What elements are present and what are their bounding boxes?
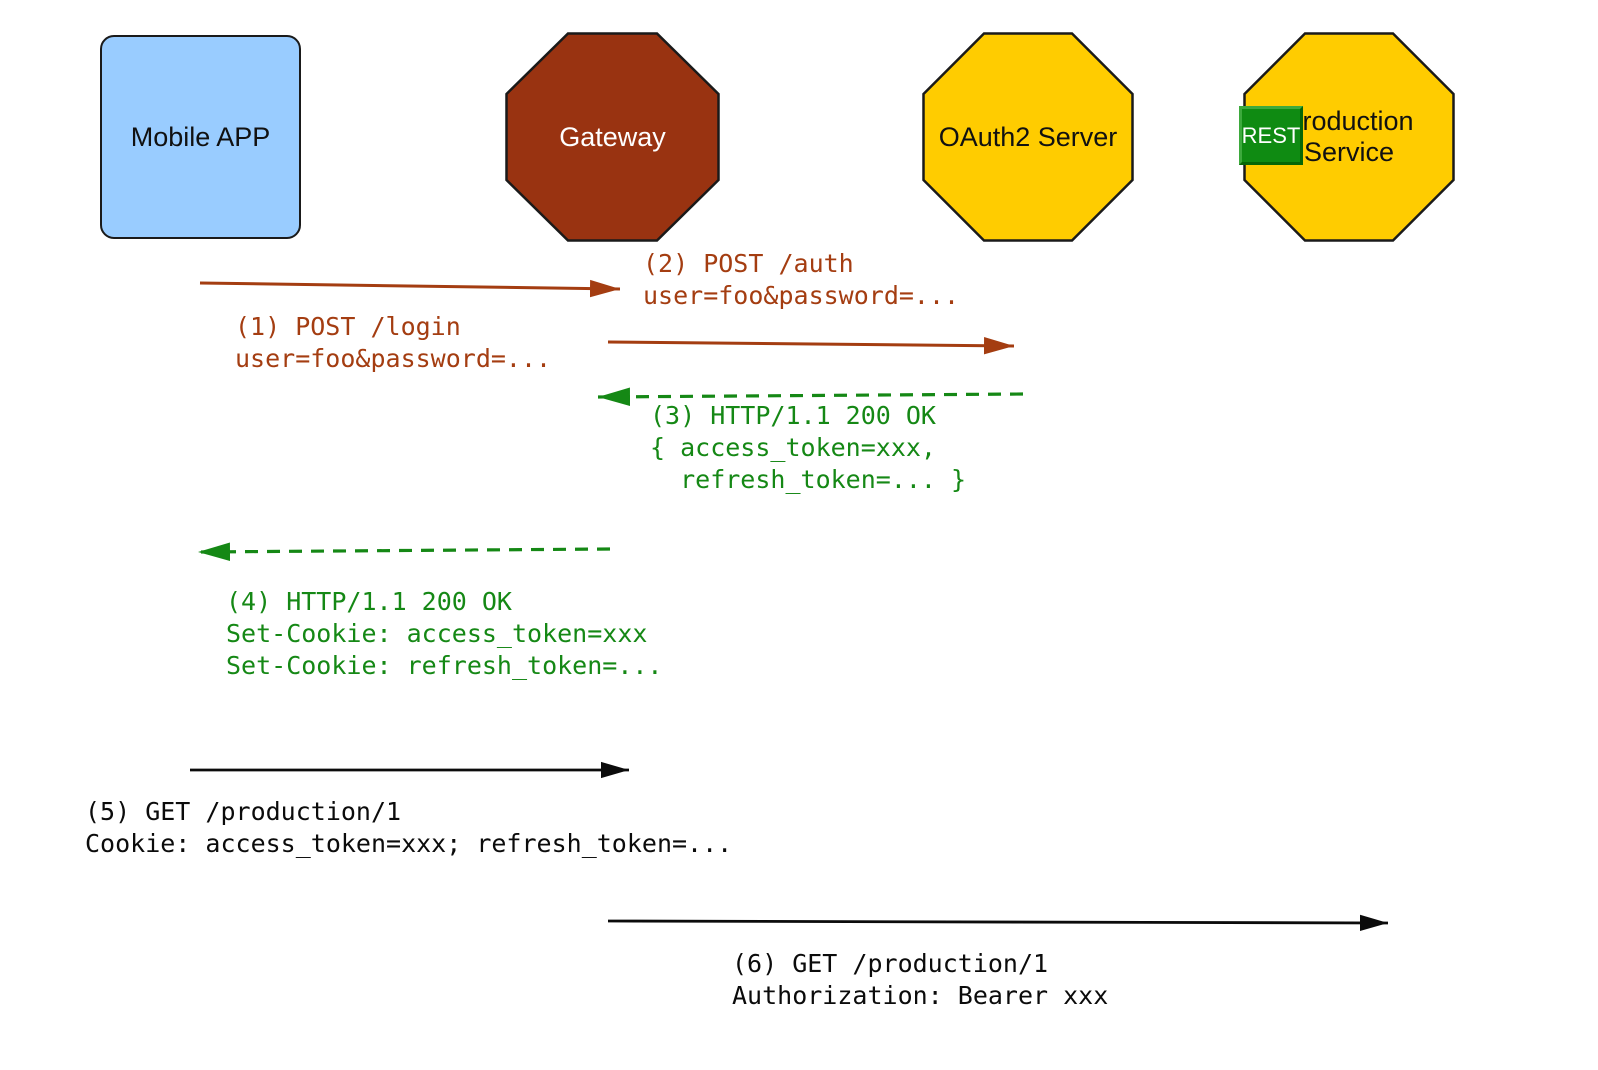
node-gateway: Gateway <box>505 32 720 242</box>
production-service-label: Production Service <box>1284 106 1414 167</box>
rest-badge: REST <box>1239 106 1303 165</box>
rest-badge-label: REST <box>1241 122 1301 148</box>
mobile-app-label: Mobile APP <box>130 121 271 152</box>
arrow-6-get-production-bearer <box>607 914 1389 932</box>
arrow-2-post-auth <box>607 337 1015 355</box>
node-production-service: Production Service REST <box>1239 32 1455 242</box>
arrow-3-oauth-response <box>597 387 1024 407</box>
message-2-post-auth: (2) POST /auth user=foo&password=... <box>643 249 960 310</box>
arrow-1-post-login <box>199 279 621 298</box>
node-oauth2-server: OAuth2 Server <box>922 32 1134 242</box>
message-4-gateway-response: (4) HTTP/1.1 200 OK Set-Cookie: access_t… <box>226 587 663 680</box>
message-1-post-login: (1) POST /login user=foo&password=... <box>235 312 552 373</box>
oauth2-octagon-shape <box>922 32 1134 242</box>
message-3-oauth-response: (3) HTTP/1.1 200 OK { access_token=xxx, … <box>650 401 967 494</box>
arrow-4-gateway-response <box>197 542 611 562</box>
message-5-get-production: (5) GET /production/1 Cookie: access_tok… <box>85 797 733 858</box>
gateway-octagon-shape <box>505 32 720 242</box>
oauth2-server-label: OAuth2 Server <box>938 121 1118 152</box>
message-6-get-production-bearer: (6) GET /production/1 Authorization: Bea… <box>732 949 1109 1010</box>
gateway-label: Gateway <box>559 121 666 152</box>
node-mobile-app: Mobile APP <box>100 35 301 239</box>
